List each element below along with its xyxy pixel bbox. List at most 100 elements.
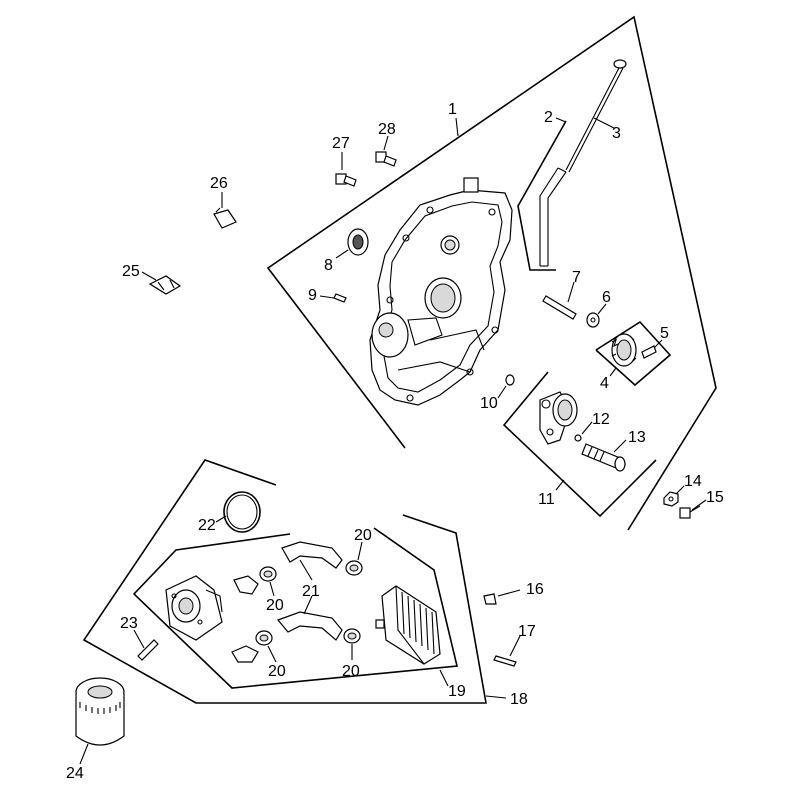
callout-3: 3 [612, 125, 621, 142]
o-ring-22 [223, 491, 261, 533]
callout-11: 11 [538, 491, 555, 508]
leader-1 [455, 117, 459, 137]
leader-19 [439, 669, 449, 687]
o-ring-22-inner [226, 494, 258, 530]
leader-18 [485, 695, 507, 699]
bolt-27 [335, 173, 357, 187]
leader-21-a [299, 559, 313, 581]
oil-filter-24 [75, 677, 125, 746]
group-outline-19 [132, 527, 458, 689]
leader-2 [555, 117, 567, 123]
leader-24 [79, 743, 89, 765]
callout-27: 27 [332, 135, 350, 152]
oil-pump [539, 391, 578, 445]
fitting-25 [148, 275, 182, 295]
callout-25: 25 [122, 263, 140, 280]
hose-21-lower [276, 611, 343, 641]
group-outline-1 [266, 15, 717, 531]
leader-14 [675, 485, 685, 495]
callout-2: 2 [544, 109, 553, 126]
gear-shaft [641, 345, 657, 359]
leader-21-b [303, 595, 313, 615]
leader-12 [581, 421, 593, 435]
callout-20-c: 20 [268, 663, 286, 680]
stud-23 [137, 639, 159, 661]
group-outline-2 [517, 120, 567, 271]
pump-spring-13 [581, 443, 626, 472]
callout-18: 18 [510, 691, 528, 708]
leader-6 [597, 303, 607, 315]
leader-5 [653, 339, 663, 349]
elbow-lower [231, 645, 259, 663]
leader-22 [215, 515, 227, 523]
callout-14: 14 [684, 473, 702, 490]
screw-17 [493, 655, 517, 667]
leader-20-c [267, 645, 277, 663]
group-outline-11 [502, 371, 657, 518]
leader-3 [593, 117, 615, 129]
callout-5: 5 [660, 325, 669, 342]
callout-24: 24 [66, 765, 84, 782]
oil-seal-8 [347, 228, 369, 256]
leader-9 [319, 295, 335, 299]
bolt-15 [679, 505, 701, 519]
group-outline-4 [595, 320, 672, 387]
pressure-switch-26 [213, 207, 237, 229]
leader-8 [335, 249, 349, 259]
hose-21-upper [281, 541, 343, 569]
callout-6: 6 [602, 289, 611, 306]
callout-20-d: 20 [342, 663, 360, 680]
leader-23 [133, 629, 145, 649]
leader-13 [613, 439, 627, 453]
callout-28: 28 [378, 121, 396, 138]
callout-7: 7 [572, 269, 581, 286]
callout-12: 12 [592, 411, 610, 428]
screw-9 [333, 293, 347, 303]
callout-17: 17 [518, 623, 536, 640]
callout-15: 15 [706, 489, 724, 506]
washer-6 [586, 312, 600, 328]
leader-16 [497, 589, 521, 597]
callout-21: 21 [302, 583, 320, 600]
callout-19: 19 [448, 683, 466, 700]
clamp-20-lower-left [255, 630, 273, 646]
callout-26: 26 [210, 175, 228, 192]
leader-10 [497, 385, 507, 399]
callout-8: 8 [324, 257, 333, 274]
callout-13: 13 [628, 429, 646, 446]
callout-9: 9 [308, 287, 317, 304]
group-outline-18 [82, 459, 487, 704]
leader-11 [555, 479, 565, 491]
dipstick [539, 59, 627, 267]
callout-1: 1 [448, 101, 457, 118]
nut-14 [663, 491, 679, 507]
leader-15 [691, 499, 707, 511]
leader-7 [567, 281, 575, 303]
oil-cooler [375, 585, 441, 665]
callout-22: 22 [198, 517, 216, 534]
leader-20-a [357, 541, 363, 561]
crankcase-cover [369, 177, 513, 406]
gear [611, 333, 637, 367]
callout-23: 23 [120, 615, 138, 632]
pin [542, 295, 577, 320]
nut-14-hole [668, 496, 674, 502]
callout-20-b: 20 [266, 597, 284, 614]
screw-16 [483, 593, 497, 605]
callout-16: 16 [526, 581, 544, 598]
pump-ball-12 [574, 434, 582, 442]
oil-filter-adapter [165, 575, 223, 641]
clamp-20-lower-right [343, 628, 361, 644]
elbow-upper [233, 575, 259, 595]
leader-20-b [269, 581, 275, 597]
leader-28 [383, 135, 389, 151]
callout-4: 4 [600, 375, 609, 392]
callout-20-a: 20 [354, 527, 372, 544]
o-ring-10 [505, 374, 515, 386]
clamp-20-upper-right [345, 560, 363, 576]
leader-4 [609, 367, 617, 377]
clamp-20-upper-left [259, 566, 277, 582]
leader-25 [141, 271, 157, 281]
